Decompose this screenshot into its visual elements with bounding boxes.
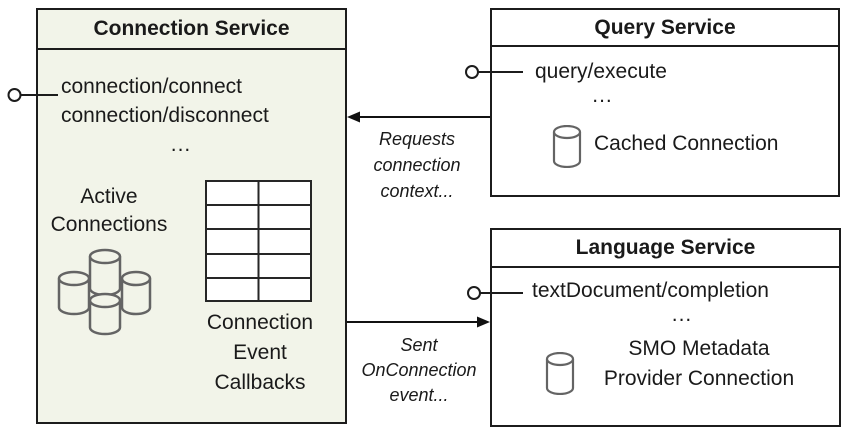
query-service-interface-lollipop-icon [465, 65, 523, 79]
cached-connection-database-icon [552, 125, 582, 168]
language-service-methods: textDocument/completion ... [532, 279, 832, 327]
connection-event-callbacks-table-icon [205, 180, 312, 302]
method-connection-disconnect: connection/disconnect [61, 104, 269, 127]
query-service-methods: query/execute ... [535, 60, 670, 108]
connection-service-methods: connection/connect connection/disconnect… [61, 72, 301, 159]
active-connections-label: Active Connections [50, 185, 168, 236]
method-connection-connect: connection/connect [61, 75, 242, 98]
language-service-title: Language Service [492, 230, 839, 268]
connection-service-title: Connection Service [38, 10, 345, 50]
active-connections-databases-icon [57, 248, 152, 336]
sent-onconnection-arrow [347, 316, 490, 328]
connection-event-callbacks-label: Connection Event Callbacks [206, 311, 314, 394]
method-textdocument-completion: textDocument/completion [532, 279, 769, 302]
requests-connection-arrow-label: Requests connection context... [373, 129, 461, 201]
requests-connection-arrow [347, 111, 490, 123]
query-service-box: Query Service query/execute ... Cached C… [490, 8, 840, 197]
query-service-title: Query Service [492, 10, 838, 47]
query-methods-ellipsis: ... [592, 84, 613, 107]
connection-methods-ellipsis: ... [170, 133, 192, 156]
language-methods-ellipsis: ... [671, 303, 693, 326]
connection-service-interface-lollipop-icon [7, 88, 58, 102]
smo-metadata-database-icon [545, 352, 575, 395]
method-query-execute: query/execute [535, 60, 667, 83]
connection-service-box: Connection Service connection/connect co… [36, 8, 347, 424]
language-service-box: Language Service textDocument/completion… [490, 228, 841, 427]
cached-connection-label: Cached Connection [594, 132, 779, 155]
smo-metadata-provider-label: SMO Metadata Provider Connection [603, 337, 795, 390]
sent-onconnection-arrow-label: Sent OnConnection event... [361, 335, 477, 405]
language-service-interface-lollipop-icon [467, 286, 523, 300]
